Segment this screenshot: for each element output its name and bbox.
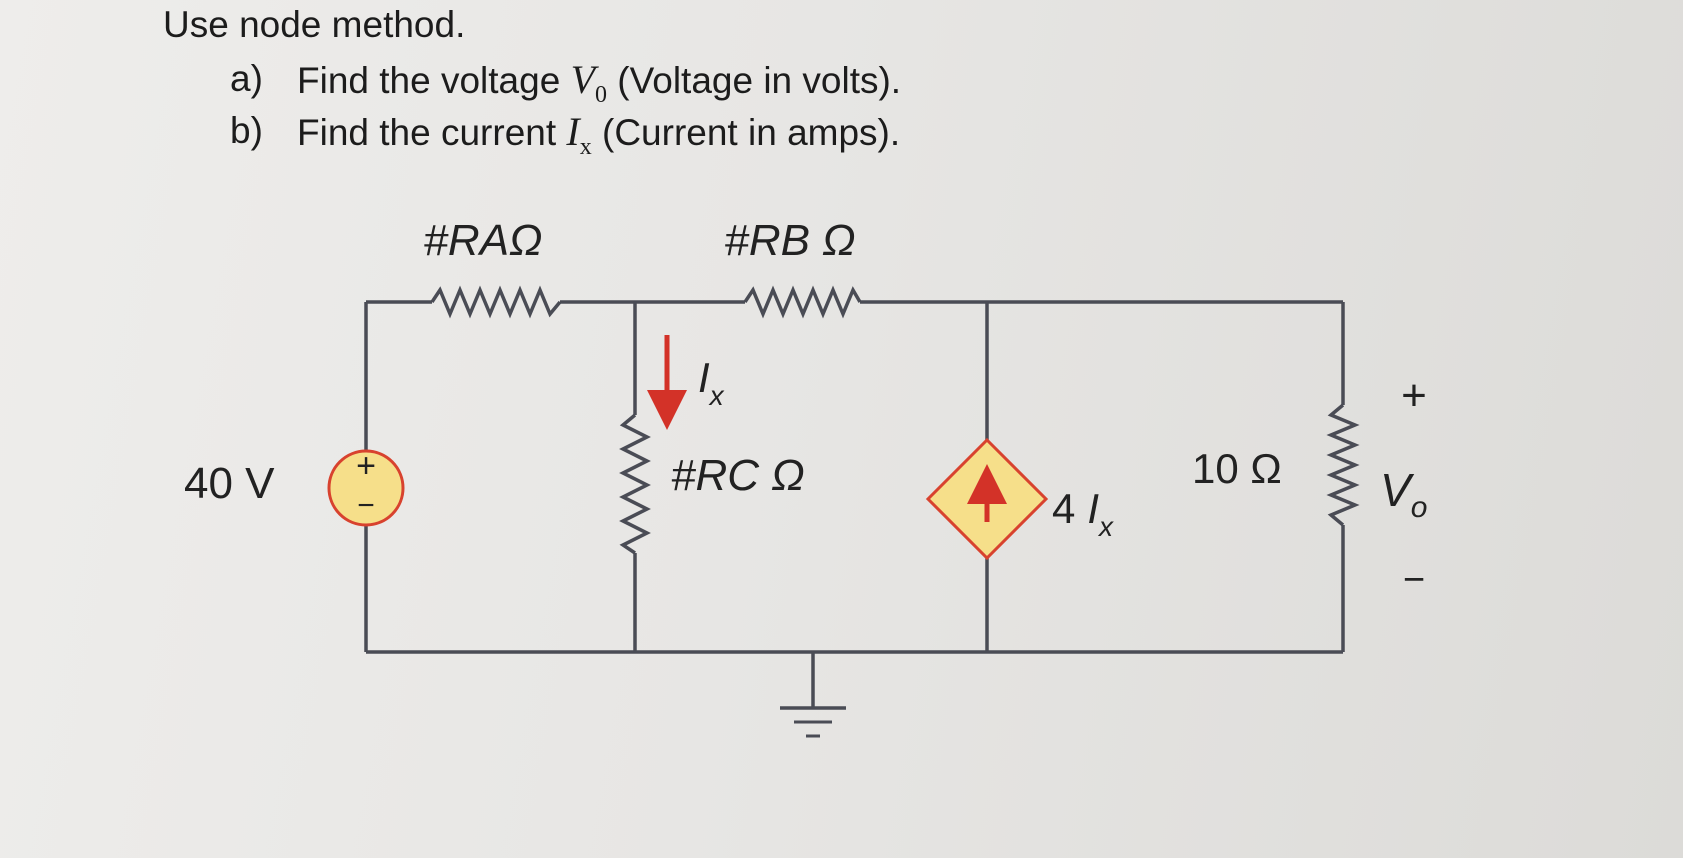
- part-a-question: Find the voltage V0 (Voltage in volts).: [297, 57, 902, 108]
- problem-intro: Use node method.: [163, 4, 466, 45]
- part-b-variable: Ix: [566, 109, 592, 160]
- part-a-label: a): [230, 58, 263, 99]
- part-a-subscript: 0: [595, 82, 607, 108]
- part-b-text-after: (Current in amps).: [591, 112, 901, 153]
- vo-label: Vo: [1380, 464, 1427, 524]
- vo-minus-sign: −: [1403, 559, 1425, 601]
- source-minus-sign: −: [357, 489, 375, 522]
- resistor-rc: [619, 413, 651, 555]
- part-b-text-before: Find the current: [297, 112, 567, 153]
- dep-coeff: 4: [1052, 485, 1075, 532]
- r10-label: 10 Ω: [1192, 445, 1282, 492]
- source-plus-sign: +: [356, 447, 376, 485]
- rc-label: #RC Ω: [671, 451, 805, 500]
- resistor-10-ohm: [1326, 403, 1360, 527]
- ix-sub: x: [708, 380, 725, 411]
- ix-label: Ix: [698, 354, 725, 411]
- part-b-question: Find the current Ix (Current in amps).: [297, 109, 901, 160]
- part-a-variable: V0: [570, 57, 607, 108]
- ix-var: I: [698, 354, 710, 401]
- vo-sub: o: [1411, 491, 1428, 524]
- dep-sub: x: [1097, 511, 1114, 542]
- part-a-text-before: Find the voltage: [297, 60, 571, 101]
- part-b-subscript: x: [579, 134, 592, 160]
- rb-label: #RB Ω: [724, 216, 855, 265]
- ground-icon: [780, 706, 846, 738]
- vo-plus-sign: +: [1401, 371, 1427, 420]
- resistor-ra: [430, 285, 562, 319]
- part-b-label: b): [230, 110, 263, 151]
- dependent-current-source: [925, 437, 1049, 561]
- voltage-source: + −: [327, 447, 405, 527]
- dep-var: I: [1087, 485, 1099, 532]
- source-voltage-label: 40 V: [184, 459, 275, 508]
- part-a-text-after: (Voltage in volts).: [607, 60, 902, 101]
- ra-label: #RAΩ: [423, 216, 542, 265]
- vo-var: V: [1380, 464, 1415, 516]
- circuit-wires: [364, 300, 1345, 707]
- resistor-rb: [743, 285, 862, 319]
